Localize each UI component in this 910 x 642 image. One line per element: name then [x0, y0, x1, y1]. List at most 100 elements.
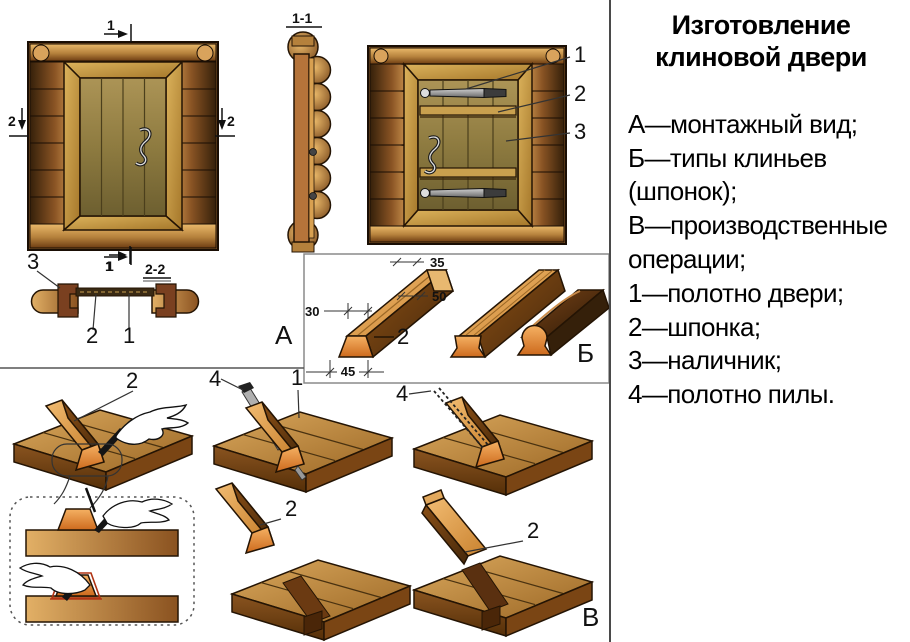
legend-item-2: 2—шпонка;	[628, 311, 761, 342]
leader	[220, 378, 244, 391]
section-2-2-label: 2-2	[145, 261, 165, 277]
pencil	[84, 487, 97, 513]
hinge-strap-bottom	[420, 187, 507, 199]
wedge-types-panel: 35 50 30 45 2 Б	[303, 253, 610, 384]
callout-wedge: 2	[126, 368, 138, 393]
board-section	[25, 529, 179, 557]
dim-mid-width: 50	[432, 289, 446, 304]
cut-mark-left: 2	[8, 113, 16, 129]
detail-box	[9, 496, 195, 626]
top-log-beam	[369, 47, 565, 65]
top-log-beam	[29, 43, 217, 62]
door-handle	[423, 135, 441, 175]
door-leaf-section	[293, 53, 310, 243]
log-end	[196, 44, 214, 62]
section-letter-b: Б	[577, 338, 594, 368]
dim-height: 30	[305, 304, 319, 319]
wedge-section	[56, 508, 100, 531]
assembly-view: 1 2 3	[367, 42, 586, 245]
saw-blade-teeth	[433, 390, 485, 450]
door-board	[213, 411, 393, 493]
callout-wedge: 2	[86, 323, 98, 348]
leader	[297, 389, 300, 419]
callout-wedge: 2	[285, 496, 297, 521]
hinge-strap-top	[420, 87, 507, 99]
casing-section	[308, 57, 315, 239]
legend-item-a: А—монтажный вид;	[628, 108, 858, 139]
door-handle	[134, 127, 152, 167]
dim-bottom-width: 45	[341, 364, 355, 379]
bottom-log-beam	[369, 225, 565, 243]
hinge-knob	[309, 148, 317, 156]
hand	[102, 498, 174, 529]
wedge-type-2	[449, 268, 566, 359]
cut-mark-top: 1	[107, 17, 115, 33]
wedge-battens	[419, 105, 517, 180]
door-planks	[442, 80, 494, 210]
hand	[115, 403, 190, 445]
dovetail-groove	[282, 575, 331, 624]
dimension-lines	[306, 257, 428, 378]
board-section	[25, 595, 179, 623]
legend-panel: Изготовление клиновой двери А—монтажный …	[612, 0, 910, 642]
legend-list: А—монтажный вид; Б—типы клиньев (шпонок)…	[612, 108, 910, 412]
leader	[73, 390, 134, 422]
dovetail-groove	[461, 562, 509, 612]
op-marking: 2	[13, 368, 193, 509]
dim-top-width: 35	[430, 255, 444, 270]
op-detail-marking	[9, 487, 195, 626]
detail-loop	[51, 443, 123, 477]
log-end	[545, 48, 561, 64]
casing-profile-left	[57, 283, 79, 318]
section-letter-a: А	[275, 320, 293, 350]
page-title: Изготовление клиновой двери	[655, 10, 867, 72]
op-fitting: 2	[215, 482, 411, 641]
legend-item-v: В—производственные операции;	[628, 210, 888, 274]
cut-mark: 1	[106, 258, 114, 274]
bottom-board	[291, 241, 315, 253]
leader	[259, 518, 282, 526]
legend-item-1: 1—полотно двери;	[628, 277, 844, 308]
op-driving: 2 В	[413, 489, 602, 637]
legend-item-b: Б—типы клиньев (шпонок);	[628, 142, 827, 207]
legend-item-4: 4—полотно пилы.	[628, 379, 835, 410]
cross-leaders	[36, 270, 130, 331]
saw-tip	[294, 465, 307, 481]
hinge-knob	[309, 192, 317, 200]
front-cut-marks: 1 1 2 2	[8, 17, 235, 274]
wedge-type-1	[337, 268, 455, 359]
callout-wedge: 2	[397, 324, 409, 349]
wedge-bar	[215, 482, 275, 554]
saw-handle	[238, 382, 254, 393]
hand	[18, 562, 91, 595]
top-board	[291, 35, 315, 47]
callout-wedge: 2	[527, 518, 539, 543]
section-1-1-label: 1-1	[292, 10, 312, 26]
callout-door-leaf: 1	[123, 323, 135, 348]
door-planks	[100, 78, 146, 216]
operations-panel: 2 4 1 4	[9, 365, 602, 641]
callout-saw: 4	[396, 381, 408, 406]
technical-illustration: 1 1 2 2 1-1	[0, 10, 610, 641]
callout-door-leaf: 1	[291, 365, 303, 390]
callout-casing: 3	[574, 119, 586, 144]
op-sawing: 4	[396, 381, 593, 496]
cross-section-2-2: 1 2-2 3 2 1	[27, 246, 200, 348]
wedge-bar	[421, 489, 488, 566]
section-1-1: 1-1	[286, 10, 332, 253]
front-view	[27, 41, 219, 251]
log-end	[32, 44, 50, 62]
leader	[464, 540, 524, 553]
cut-mark-right: 2	[227, 113, 235, 129]
cut-mark-bottom: 1	[105, 258, 113, 274]
saw-blade-teeth	[438, 387, 490, 447]
casing-profile-right	[155, 283, 177, 318]
callout-casing: 3	[27, 249, 39, 274]
leader	[408, 390, 432, 395]
panel-divider	[609, 0, 611, 642]
assembly-leaders	[465, 56, 571, 142]
callout-wedge: 2	[574, 81, 586, 106]
groove-notch	[481, 605, 501, 631]
groove-notch	[303, 610, 323, 636]
